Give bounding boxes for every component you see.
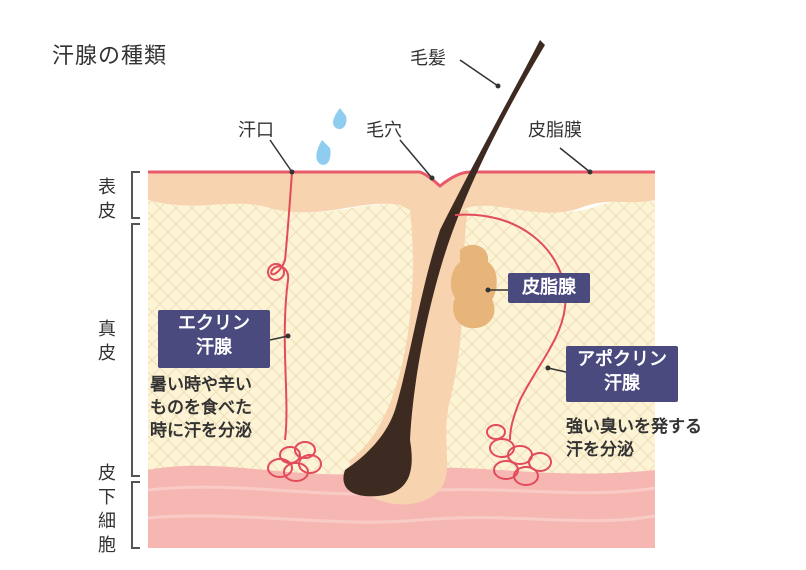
apocrine-description: 強い臭いを発する 汗を分泌 — [566, 417, 702, 460]
eccrine-duct — [270, 171, 293, 441]
subcutaneous-label: 皮下細胞 — [98, 463, 116, 556]
eccrine-description: 暑い時や辛い ものを食べた 時に汗を分泌 — [150, 375, 252, 441]
eccrine-coil — [267, 441, 322, 482]
dermis-layer — [148, 200, 655, 475]
apocrine-duct — [454, 213, 567, 441]
apocrine-gland-box: アポクリン 汗腺 — [566, 346, 678, 402]
sebaceous-gland — [450, 244, 497, 329]
sebum-film-label: 皮脂膜 — [528, 120, 582, 141]
apocrine-coil — [486, 424, 552, 486]
hair-pore-label: 毛穴 — [366, 120, 402, 141]
hair-label: 毛髪 — [410, 48, 446, 69]
epidermis-layer — [148, 172, 655, 213]
diagram-title: 汗腺の種類 — [52, 44, 168, 69]
eccrine-gland-box: エクリン 汗腺 — [158, 310, 270, 368]
dermis-label: 真皮 — [98, 319, 116, 364]
sebaceous-gland-box: 皮脂腺 — [508, 273, 590, 303]
sweat-pore-label: 汗口 — [238, 120, 274, 141]
epidermis-label: 表皮 — [98, 177, 116, 222]
sweat-droplet — [316, 140, 331, 165]
sweat-droplet — [333, 108, 347, 130]
